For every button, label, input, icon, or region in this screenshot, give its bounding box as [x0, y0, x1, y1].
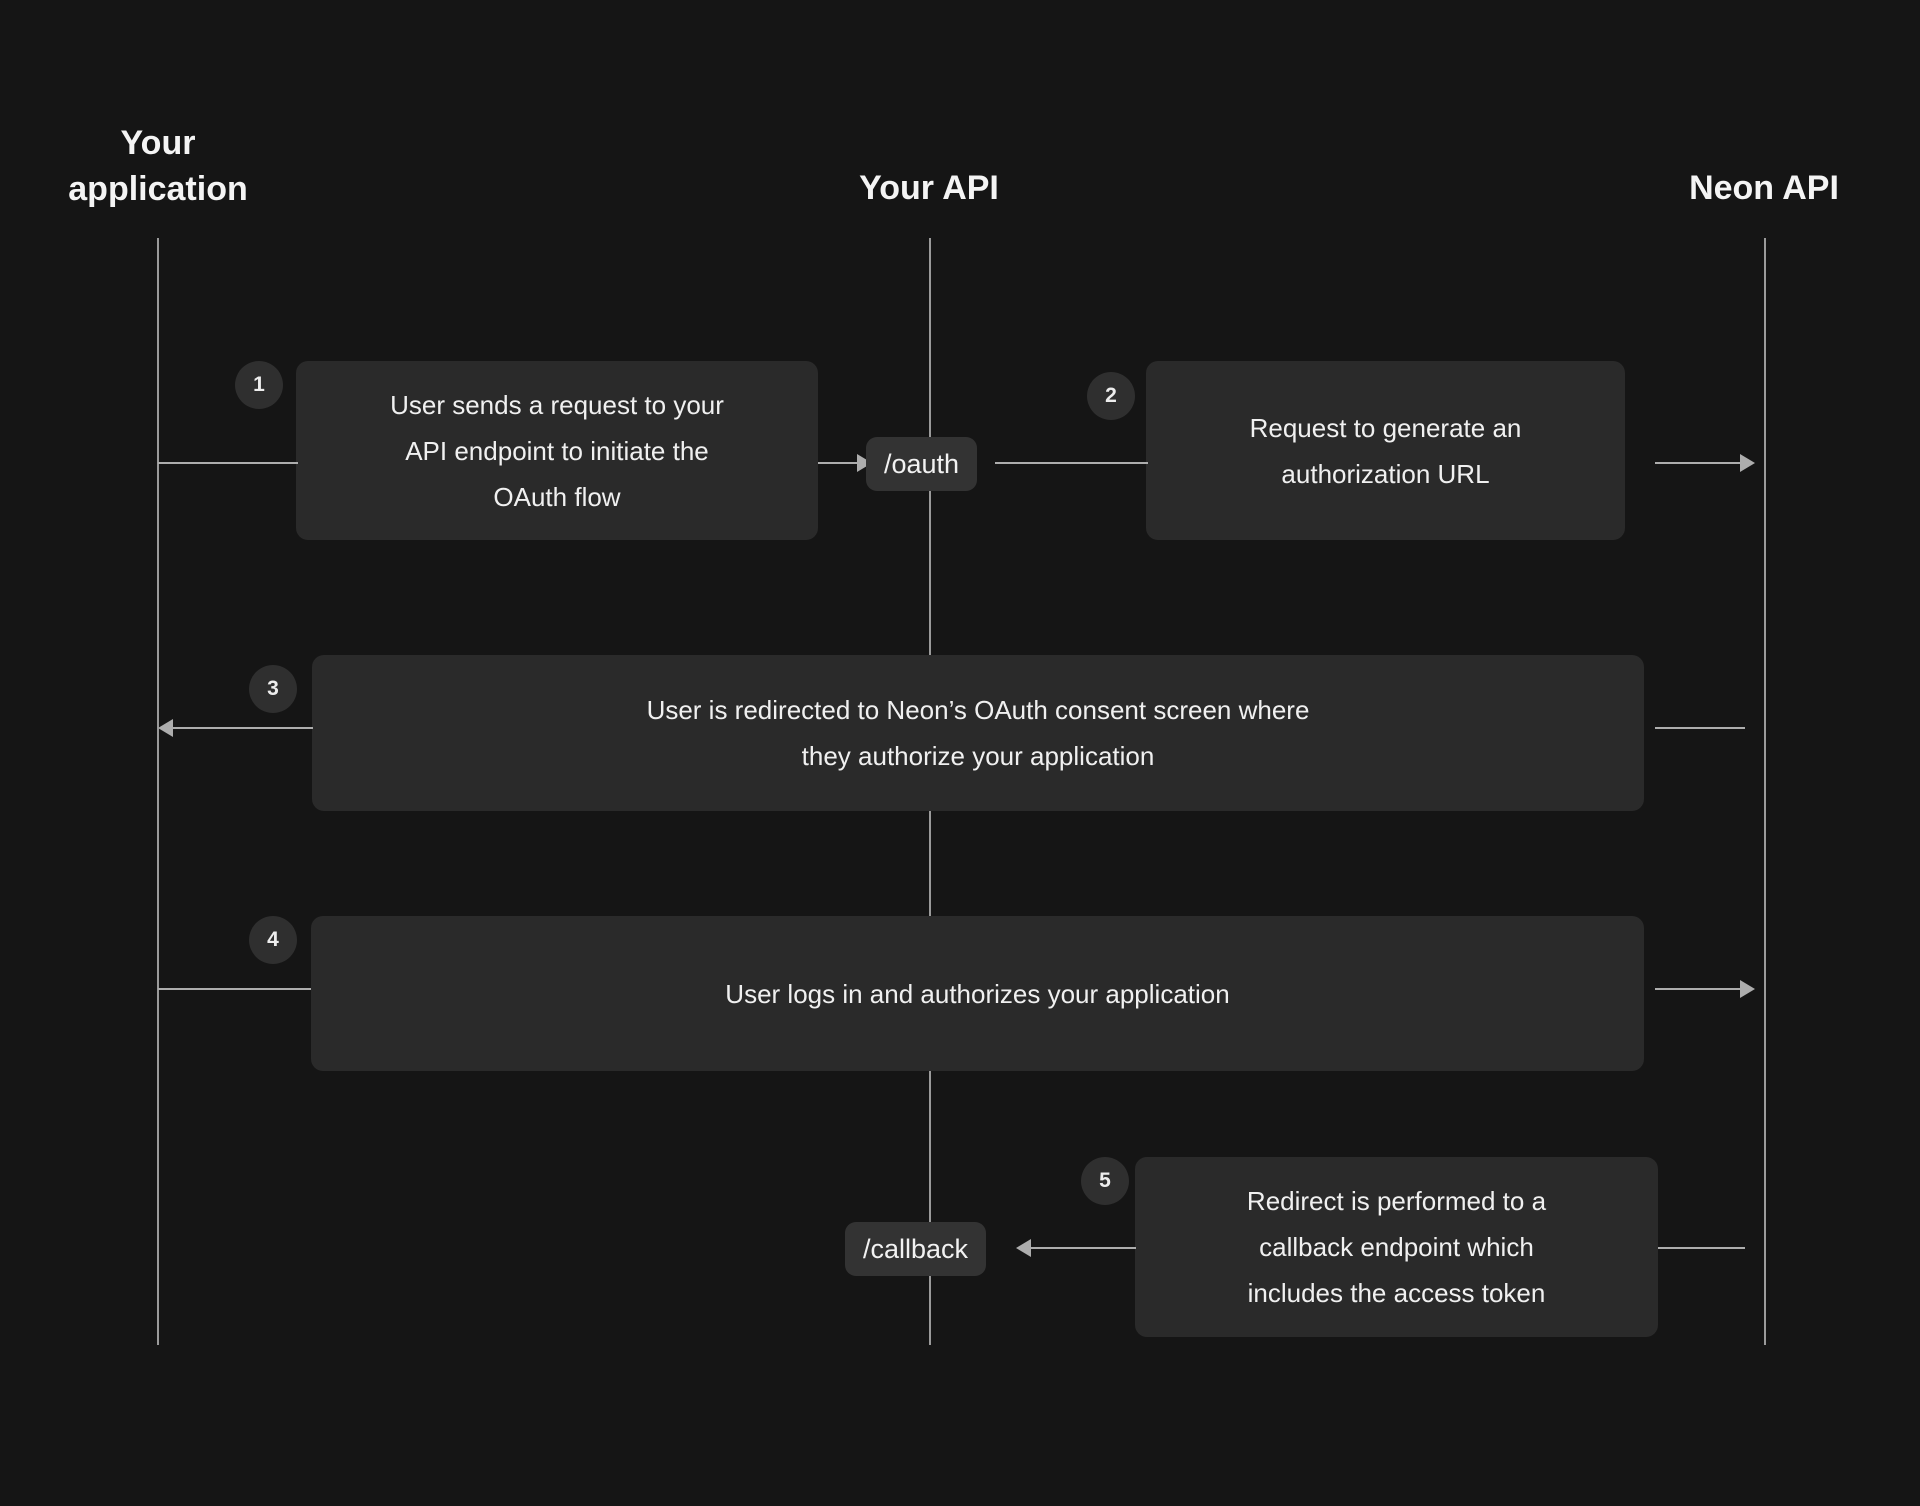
- actor-header-your-api: Your API: [859, 169, 999, 207]
- connector-step-4-out: [1655, 988, 1745, 990]
- step-box-2: Request to generate an authorization URL: [1146, 361, 1625, 540]
- connector-step-2-in: [995, 462, 1148, 464]
- connector-step-3-in: [1655, 727, 1745, 729]
- arrowhead-step-3: [158, 719, 173, 737]
- step-text-5: Redirect is performed to a callback endp…: [1246, 1186, 1547, 1308]
- step-text-2: Request to generate an authorization URL: [1249, 412, 1522, 489]
- step-box-4: User logs in and authorizes your applica…: [311, 916, 1644, 1071]
- connector-step-3-out: [170, 727, 313, 729]
- step-text-1: User sends a request to your API endpoin…: [390, 389, 724, 512]
- arrowhead-step-4: [1740, 980, 1755, 998]
- step-box-3: User is redirected to Neon’s OAuth conse…: [312, 655, 1644, 811]
- step-box-5: Redirect is performed to a callback endp…: [1135, 1157, 1658, 1337]
- step-text-4: User logs in and authorizes your applica…: [725, 978, 1230, 1009]
- connector-step-1-in: [158, 462, 298, 464]
- lifeline-neon-api: [1764, 238, 1766, 1345]
- step-badge-1: 1: [235, 361, 283, 409]
- connector-step-1-out: [818, 462, 862, 464]
- connector-step-5-in: [1658, 1247, 1745, 1249]
- connector-step-4-in: [158, 988, 311, 990]
- lifeline-your-application: [157, 238, 159, 1345]
- step-badge-4: 4: [249, 916, 297, 964]
- connector-step-2-out: [1655, 462, 1745, 464]
- connector-step-5-out: [1028, 1247, 1136, 1249]
- step-text-3: User is redirected to Neon’s OAuth conse…: [646, 695, 1310, 771]
- endpoint-pill-callback[interactable]: /callback: [845, 1222, 987, 1276]
- endpoint-pill-oauth[interactable]: /oauth: [866, 437, 978, 491]
- actor-header-neon-api: Neon API: [1689, 169, 1839, 207]
- step-box-1: User sends a request to your API endpoin…: [296, 361, 818, 540]
- step-badge-5: 5: [1081, 1157, 1129, 1205]
- arrowhead-step-2: [1740, 454, 1755, 472]
- step-badge-3: 3: [249, 665, 297, 713]
- step-badge-2: 2: [1087, 372, 1135, 420]
- actor-header-your-application: Your application: [68, 124, 248, 208]
- arrowhead-step-5: [1016, 1239, 1031, 1257]
